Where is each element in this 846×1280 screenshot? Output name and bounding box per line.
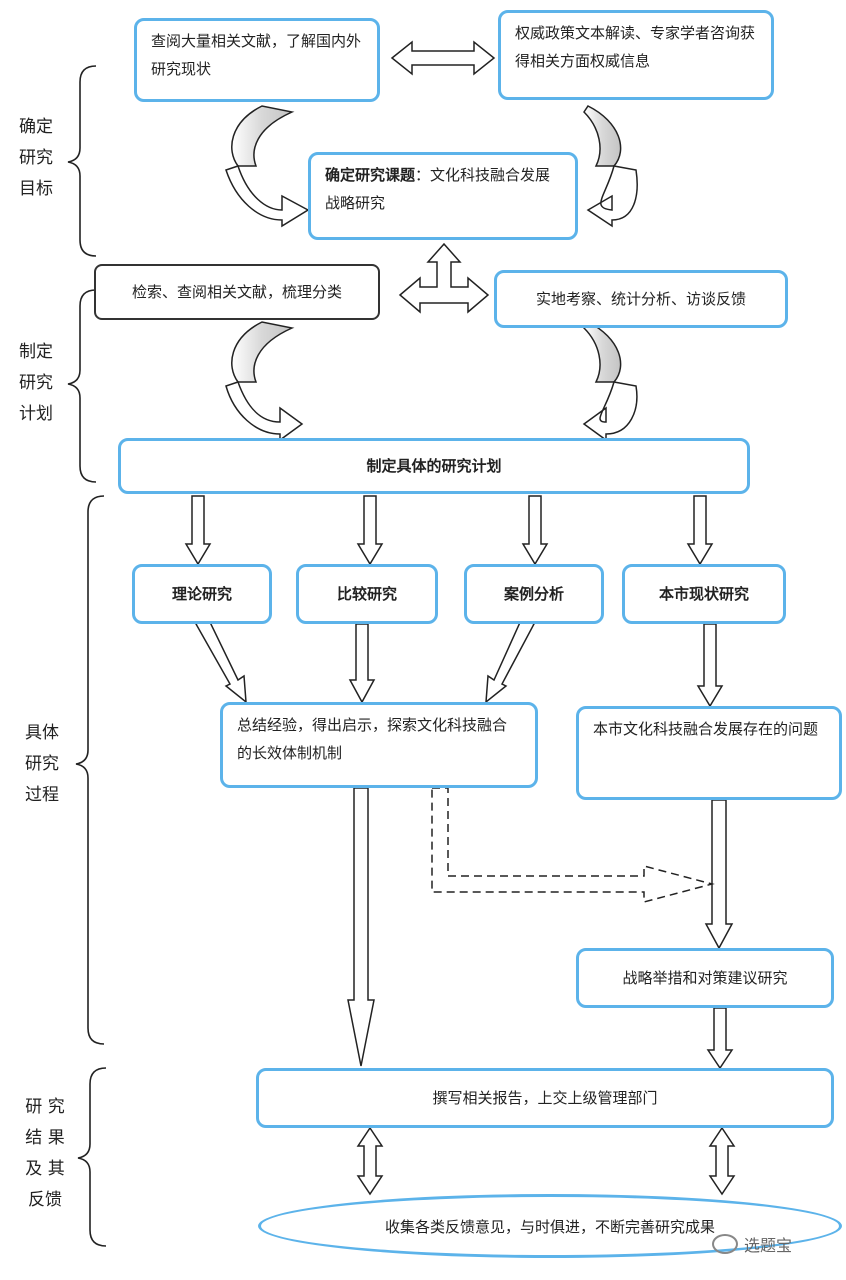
down-arrow-icon bbox=[696, 623, 724, 708]
case-box: 案例分析 bbox=[464, 564, 604, 624]
phase-bracket bbox=[67, 65, 97, 257]
topic-text: ：文化科技融合发展战略研究 bbox=[325, 166, 551, 212]
watermark-text: 选题宝 bbox=[744, 1236, 793, 1255]
fieldwork-box: 实地考察、统计分析、访谈反馈 bbox=[494, 270, 788, 328]
curved-arrow-icon bbox=[583, 105, 638, 228]
local-box: 本市现状研究 bbox=[622, 564, 786, 624]
down-arrow-icon bbox=[704, 799, 734, 950]
topic-label: 确定研究课题 bbox=[325, 166, 416, 184]
strategy-box: 战略举措和对策建议研究 bbox=[576, 948, 834, 1008]
double-arrow-icon bbox=[390, 40, 496, 76]
literature-box: 查阅大量相关文献，了解国内外研究现状 bbox=[134, 18, 380, 102]
phase-label: 研 究结 果及 其反馈 bbox=[25, 1097, 65, 1210]
watermark: 选题宝 bbox=[712, 1232, 792, 1256]
theory-box: 理论研究 bbox=[132, 564, 272, 624]
double-arrow-icon bbox=[356, 1126, 384, 1196]
curved-arrow-icon bbox=[225, 321, 304, 442]
down-arrow-icon bbox=[348, 623, 376, 704]
phase-bracket bbox=[67, 289, 97, 483]
wechat-icon bbox=[712, 1234, 738, 1254]
phase-bracket bbox=[77, 1067, 107, 1247]
down-arrow-icon bbox=[184, 495, 212, 566]
search-box: 检索、查阅相关文献，梳理分类 bbox=[94, 264, 380, 320]
down-arrow-icon bbox=[356, 495, 384, 566]
topic-box: 确定研究课题：文化科技融合发展战略研究 bbox=[308, 152, 578, 240]
problems-box: 本市文化科技融合发展存在的问题 bbox=[576, 706, 842, 800]
diagonal-arrow-icon bbox=[485, 616, 536, 704]
phase-bracket bbox=[75, 495, 105, 1045]
summary-box: 总结经验，得出启示，探索文化科技融合的长效体制机制 bbox=[220, 702, 538, 788]
dashed-arrow-icon bbox=[431, 787, 715, 903]
double-arrow-icon bbox=[708, 1126, 736, 1196]
down-arrow-icon bbox=[686, 495, 714, 566]
compare-box: 比较研究 bbox=[296, 564, 438, 624]
down-arrow-icon bbox=[706, 1007, 734, 1070]
report-box: 撰写相关报告，上交上级管理部门 bbox=[256, 1068, 834, 1128]
diagonal-arrow-icon bbox=[194, 616, 247, 704]
three-way-arrow-icon bbox=[398, 242, 490, 314]
curved-arrow-icon bbox=[225, 105, 310, 228]
down-arrow-icon bbox=[347, 787, 375, 1067]
phase-label: 具体研究过程 bbox=[25, 723, 59, 805]
policy-box: 权威政策文本解读、专家学者咨询获得相关方面权威信息 bbox=[498, 10, 774, 100]
feedback-ellipse: 收集各类反馈意见，与时俱进，不断完善研究成果 bbox=[258, 1194, 842, 1258]
phase-label: 制定研究计划 bbox=[19, 342, 53, 424]
down-arrow-icon bbox=[521, 495, 549, 566]
curved-arrow-icon bbox=[582, 321, 638, 442]
phase-label: 确定研究目标 bbox=[19, 117, 53, 199]
plan-box: 制定具体的研究计划 bbox=[118, 438, 750, 494]
